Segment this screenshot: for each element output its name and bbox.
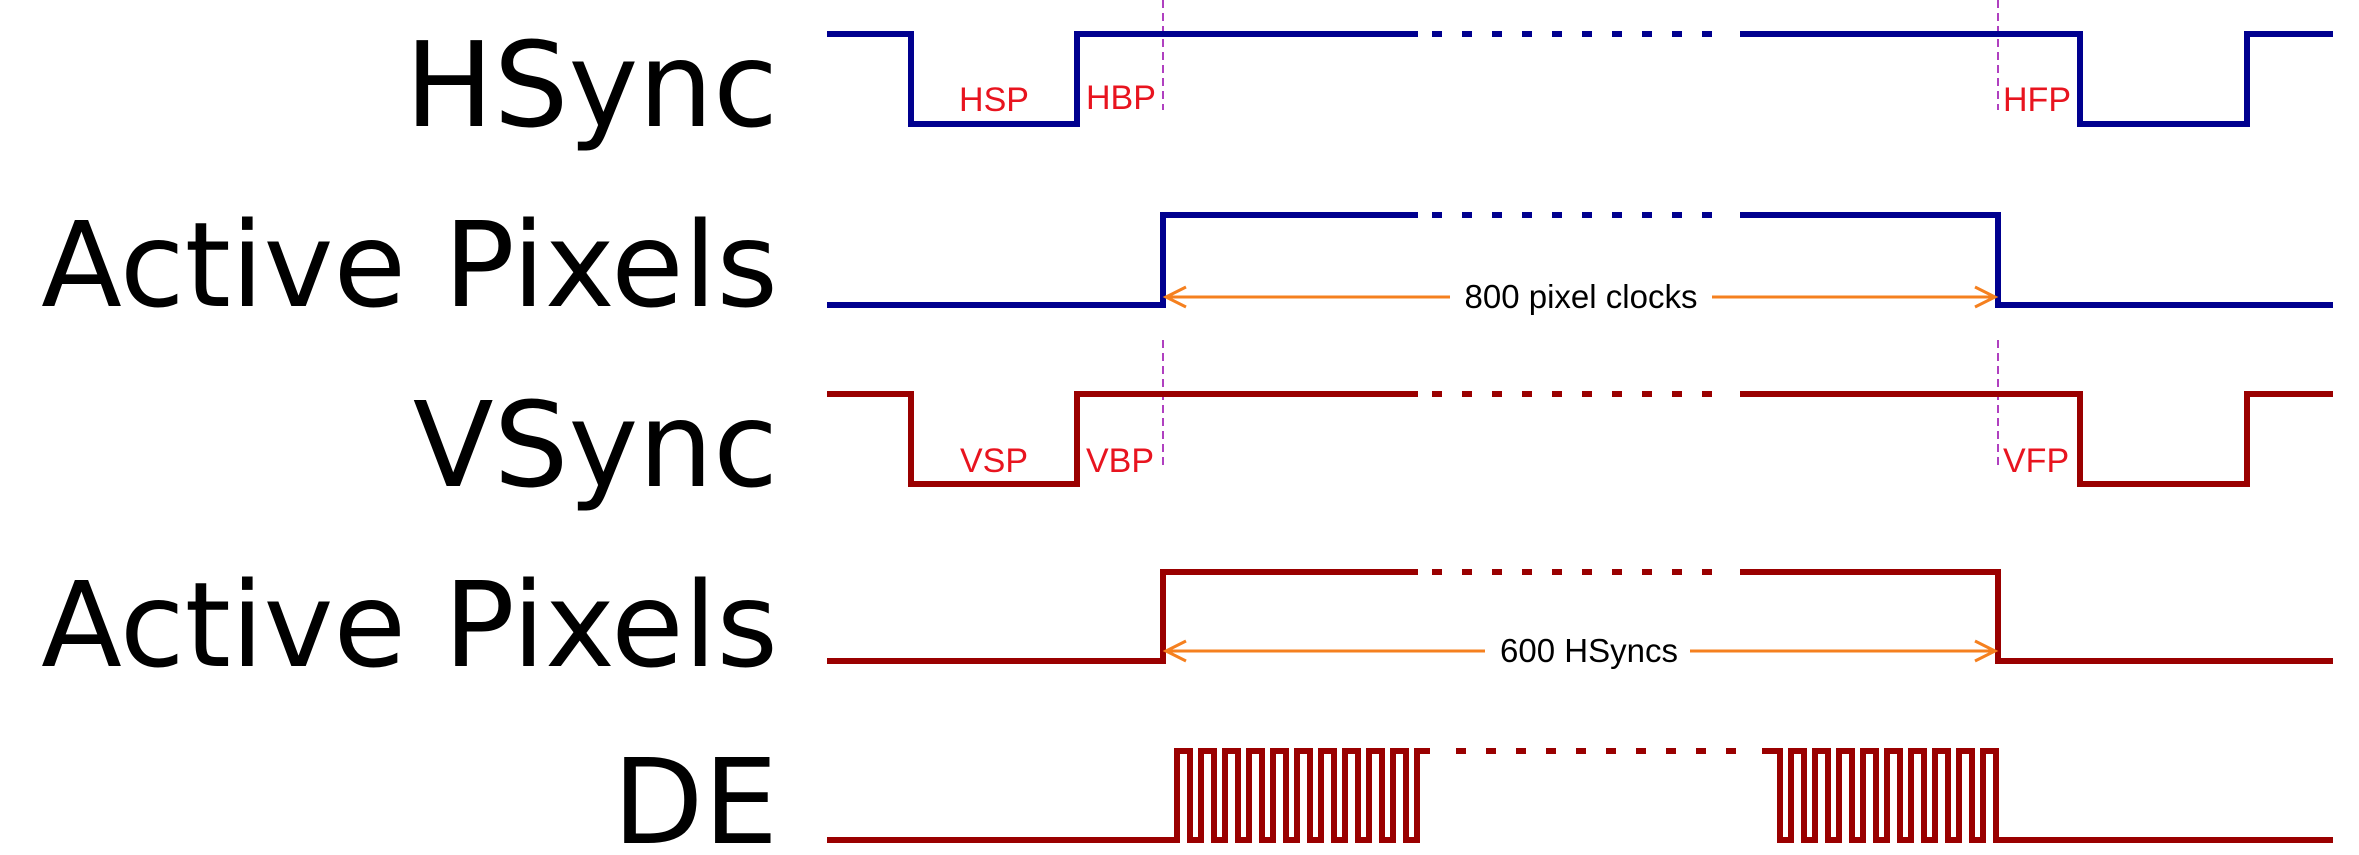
row-label-v-active-pixels: V. Active Pixels [0,556,778,694]
h-active-wave-right [1740,212,2333,308]
v-active-wave-right [1740,569,2333,664]
label-vbp: VBP [1086,442,1154,480]
h-span-arrowhead-left [1162,285,1187,309]
h-span-arrowhead-right [1974,285,1999,309]
row-label-de: DE [613,733,778,855]
de-wave-right [1762,748,2333,843]
label-hbp: HBP [1086,79,1156,117]
v-active-wave-left [827,569,1418,664]
row-label-hsync: HSync [405,16,778,154]
de-wave-left [827,748,1430,843]
vsync-wave-left [827,391,1418,487]
label-vfp: VFP [2003,442,2069,480]
v-span-arrowhead-right [1974,639,1999,663]
h-span-label: 800 pixel clocks [1465,278,1698,315]
row-label-vsync: VSync [413,376,778,514]
label-hsp: HSP [959,81,1029,119]
label-vsp: VSP [960,442,1028,480]
hsync-wave-right [1740,31,2333,127]
hsync-wave-left [827,31,1418,127]
row-label-h-active-pixels: H. Active Pixels [0,196,778,334]
v-span-label: 600 HSyncs [1500,632,1678,669]
label-hfp: HFP [2003,81,2071,119]
vsync-wave-right [1740,391,2333,487]
v-span-arrowhead-left [1162,639,1187,663]
h-active-wave-left [827,212,1418,308]
